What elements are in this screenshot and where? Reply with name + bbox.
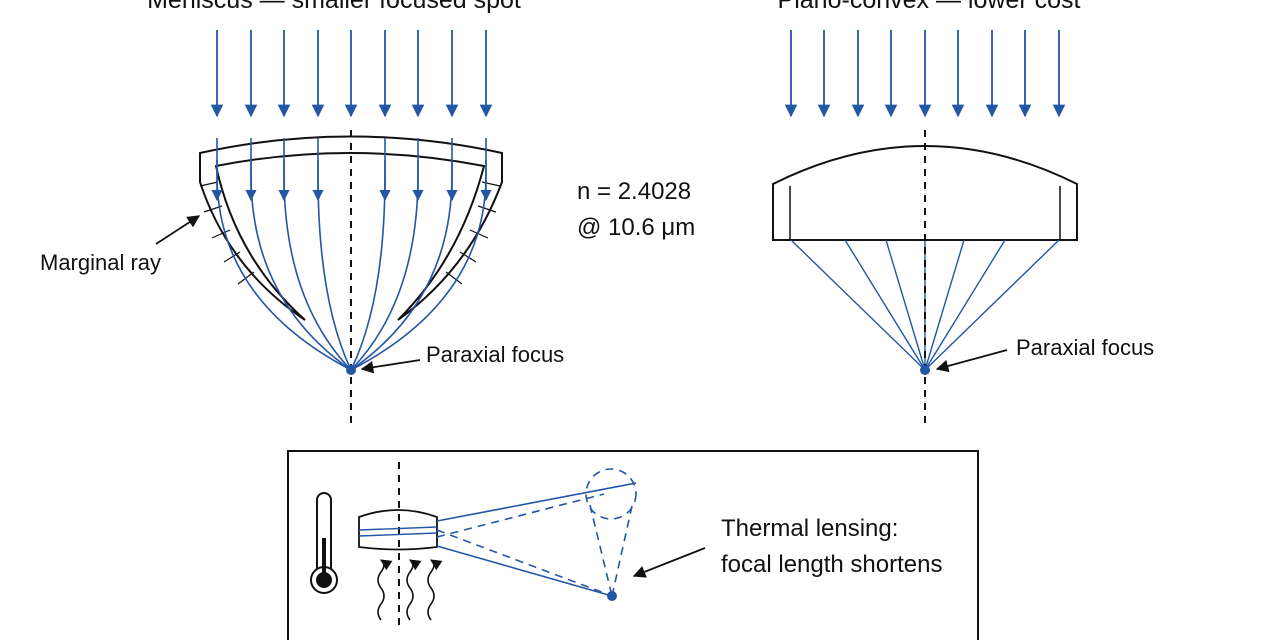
thermal-lensing-frame: [287, 450, 979, 640]
plano-convex-refracted-ray: [790, 239, 926, 371]
plano-convex-focus-arrow: [935, 349, 1008, 373]
meniscus-refracted-ray: [317, 138, 352, 371]
plano-convex-panel: Plano-convex — lower cost Paraxial focus: [772, 0, 1154, 428]
plano-convex-focus-label: Paraxial focus: [1016, 335, 1154, 360]
plano-convex-refracted-ray: [844, 239, 926, 371]
meniscus-refracted-rays: [211, 138, 492, 371]
thermometer-icon: [310, 492, 338, 594]
thermal-lensing-description: focal length shortens: [721, 551, 942, 578]
meniscus-incoming-rays: [210, 30, 493, 118]
thermal-focus-point: [607, 591, 617, 601]
thermal-lensing-panel: Thermal lensing: focal length shortens: [287, 450, 979, 640]
meniscus-refracted-ray: [350, 138, 386, 371]
thermal-lensing-arrow: [632, 547, 706, 578]
plano-convex-title: Plano-convex — lower cost: [778, 0, 1081, 14]
plano-convex-incoming-rays: [784, 30, 1066, 118]
thermal-lens: [358, 509, 438, 551]
marginal-ray-arrow: [155, 215, 201, 245]
thermal-beam: [436, 468, 637, 597]
thermal-lens-ray-upper: [358, 526, 438, 531]
refractive-index-value: n = 2.4028: [577, 178, 691, 205]
marginal-ray-label: Marginal ray: [40, 250, 161, 275]
plano-convex-lens: [772, 145, 1078, 241]
plano-convex-refracted-ray: [924, 239, 1006, 371]
meniscus-panel: Meniscus — smaller focused spot Marginal…: [40, 0, 564, 428]
plano-convex-refracted-ray: [924, 239, 1060, 371]
heat-wave-icon: [377, 559, 443, 621]
refractive-index-wavelength: @ 10.6 μm: [577, 214, 695, 241]
refractive-index-note: n = 2.4028 @ 10.6 μm: [577, 178, 695, 241]
thermal-lens-ray-lower: [358, 532, 438, 537]
meniscus-focus-label: Paraxial focus: [426, 342, 564, 367]
plano-convex-refracted-ray: [885, 239, 926, 371]
meniscus-focus-arrow: [360, 359, 421, 374]
meniscus-refracted-ray: [350, 138, 453, 371]
meniscus-title: Meniscus — smaller focused spot: [147, 0, 521, 14]
meniscus-focus-point: [346, 365, 356, 375]
meniscus-refracted-ray: [250, 138, 352, 371]
meniscus-edge-segments: [199, 181, 501, 285]
thermal-lensing-label: Thermal lensing:: [721, 515, 898, 542]
meniscus-lens: [199, 135, 503, 321]
plano-convex-refracted-ray: [924, 239, 965, 371]
plano-convex-focus-point: [920, 365, 930, 375]
